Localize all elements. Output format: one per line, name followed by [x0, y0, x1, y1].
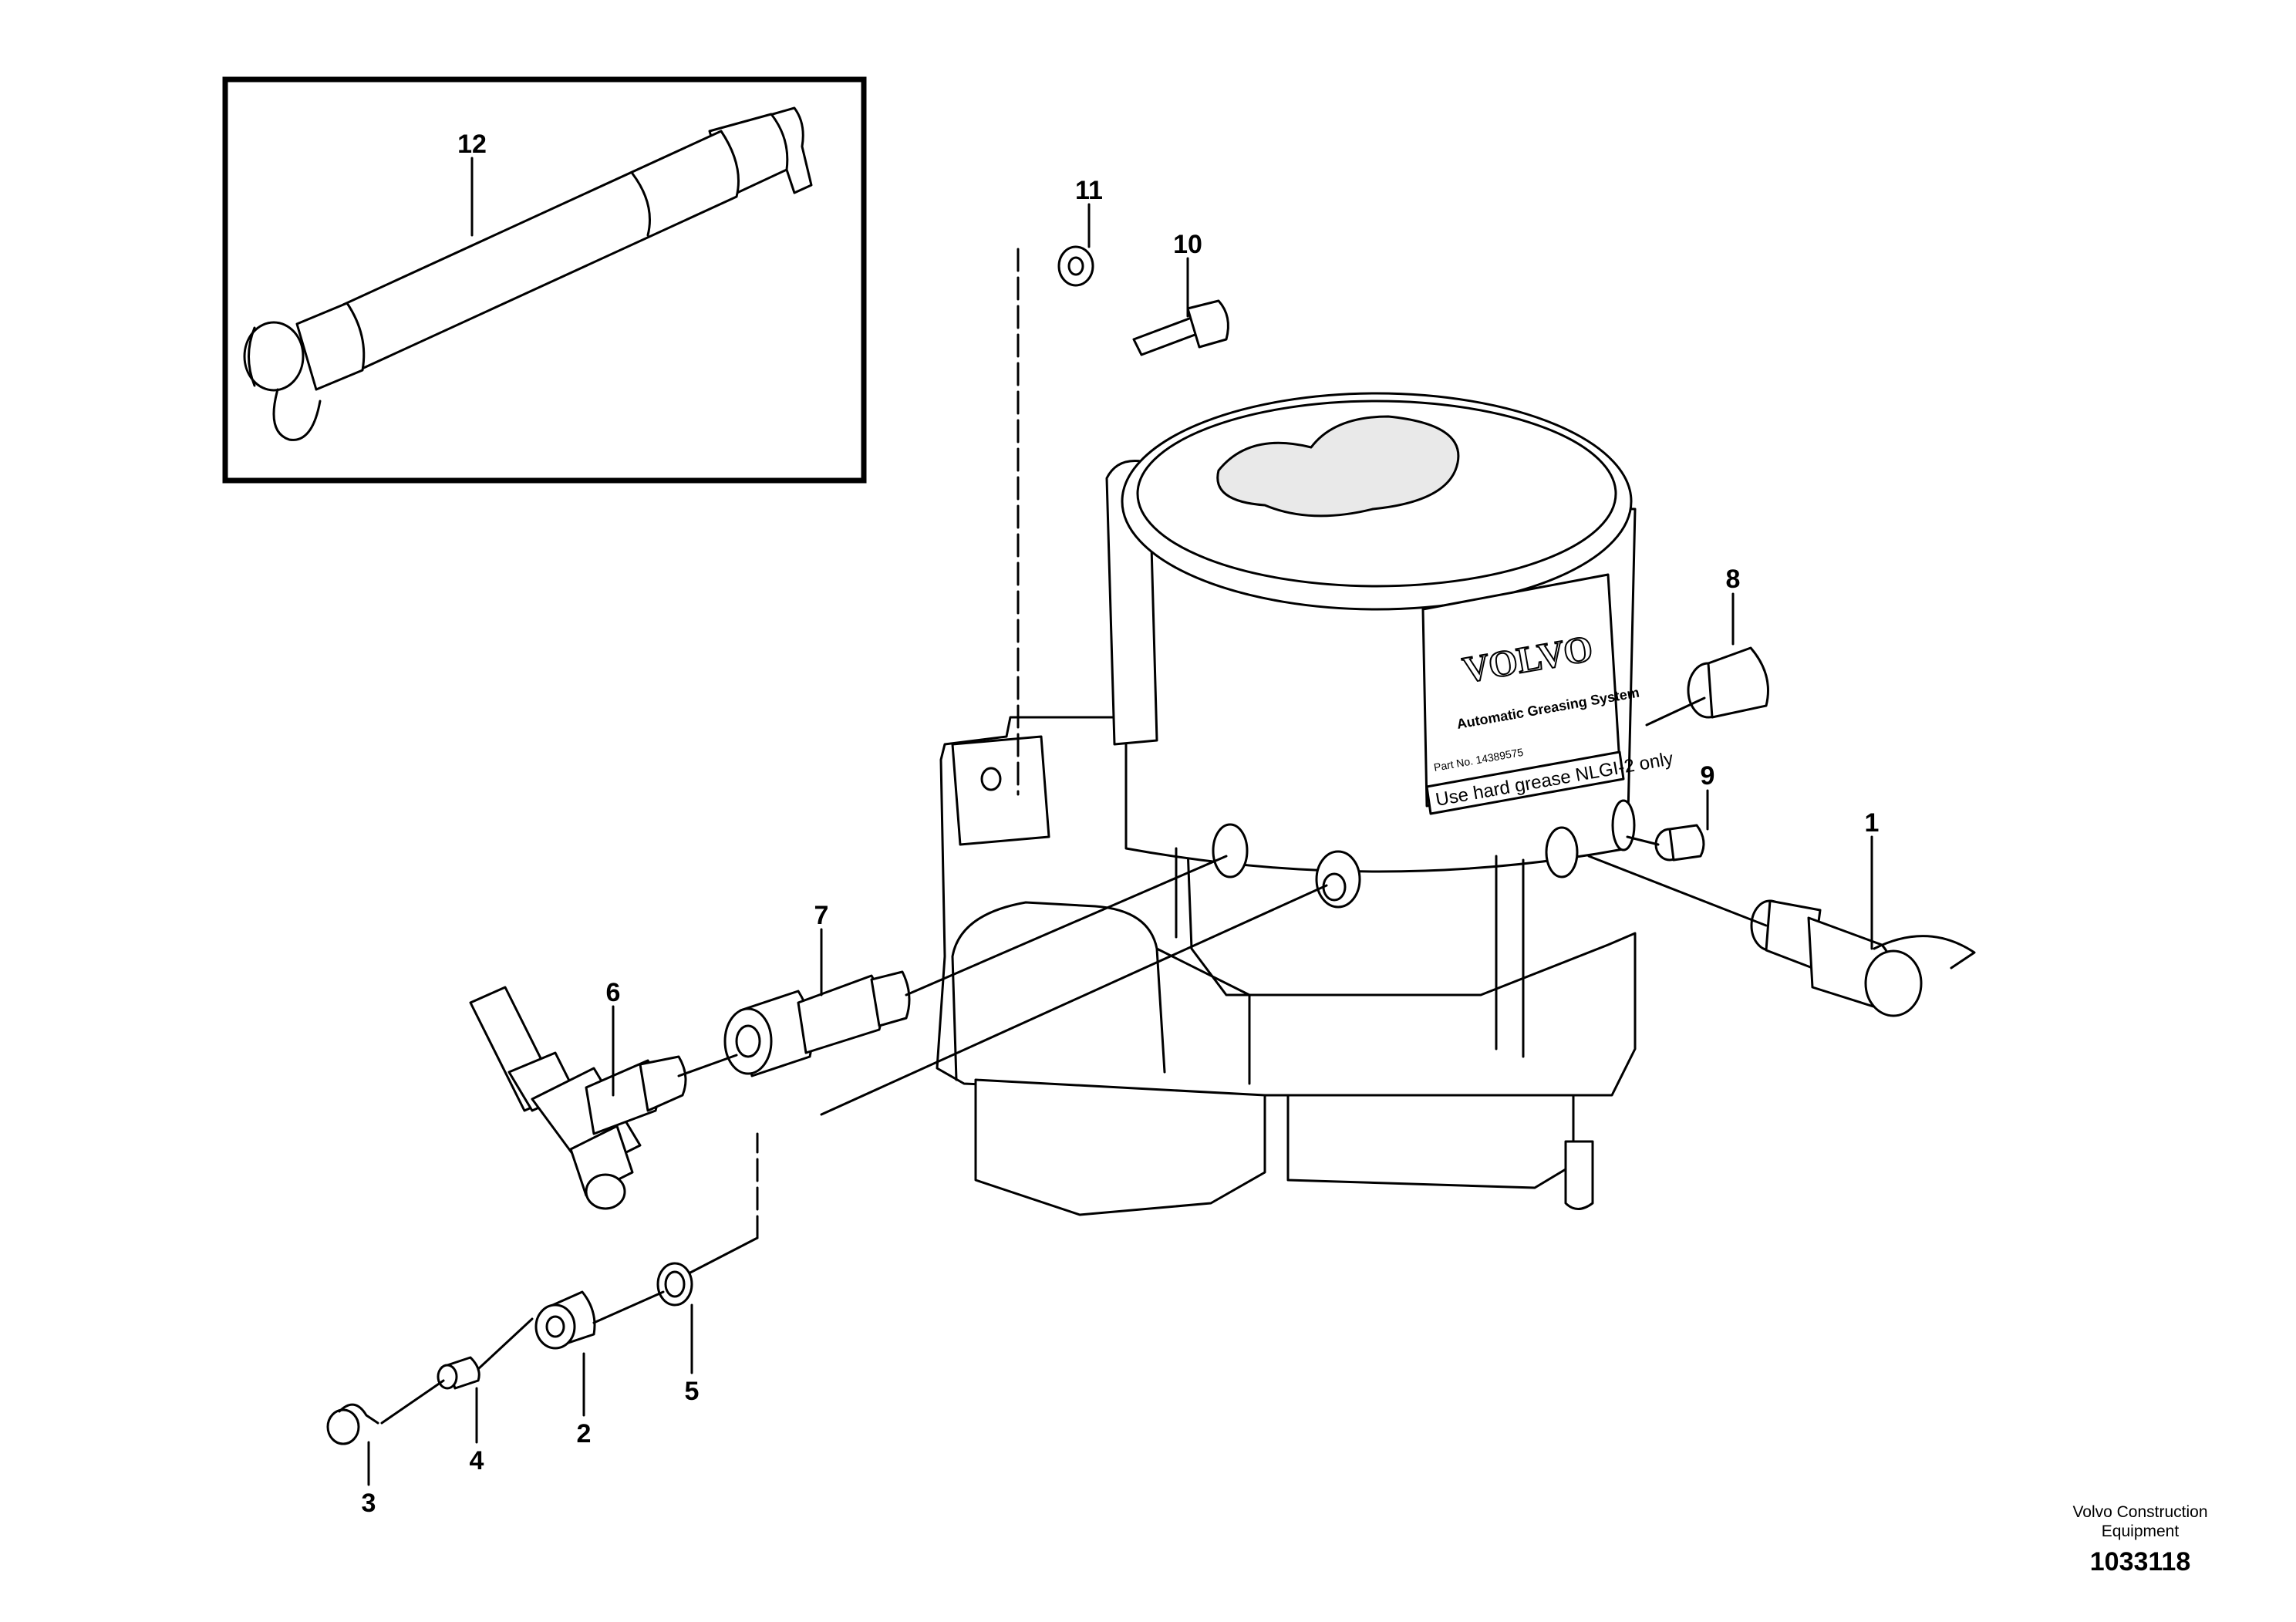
- callout-11: 11: [1075, 176, 1103, 205]
- footer-doc-number: 1033118: [2089, 1547, 2191, 1576]
- grease-gun-drawing: [243, 106, 813, 441]
- callout-9: 9: [1701, 761, 1715, 791]
- fitting-7-drawing: [723, 970, 911, 1077]
- footer-brand-line2: Equipment: [2101, 1523, 2180, 1540]
- connector-1-drawing: [1750, 899, 1976, 1017]
- grease-pump-drawing: VOLVO Automatic Greasing System Part No.…: [936, 392, 1674, 1216]
- footer-credit: Volvo Construction Equipment 1033118: [2040, 1502, 2240, 1577]
- callout-3: 3: [362, 1489, 376, 1518]
- callout-6: 6: [606, 978, 621, 1007]
- callout-10: 10: [1173, 230, 1202, 259]
- plug-8-drawing: [1687, 646, 1769, 719]
- callout-7: 7: [814, 901, 829, 930]
- assembly-lines: [367, 157, 1873, 1486]
- callout-4: 4: [470, 1446, 484, 1475]
- union-2-drawing: [534, 1290, 596, 1350]
- tee-fitting-6-drawing: [469, 986, 687, 1210]
- footer-brand-line1: Volvo Construction: [2072, 1503, 2208, 1521]
- callout-1: 1: [1865, 808, 1880, 838]
- callout-8: 8: [1726, 565, 1741, 594]
- callout-5: 5: [685, 1377, 700, 1406]
- nipple-4-drawing: [437, 1356, 480, 1390]
- clamp-3-drawing: [326, 1403, 379, 1445]
- callout-2: 2: [577, 1419, 592, 1448]
- inset-box: [222, 76, 867, 484]
- callout-12: 12: [457, 130, 487, 159]
- plug-9-drawing: [1654, 824, 1705, 862]
- bolt-10-drawing: [1132, 299, 1229, 356]
